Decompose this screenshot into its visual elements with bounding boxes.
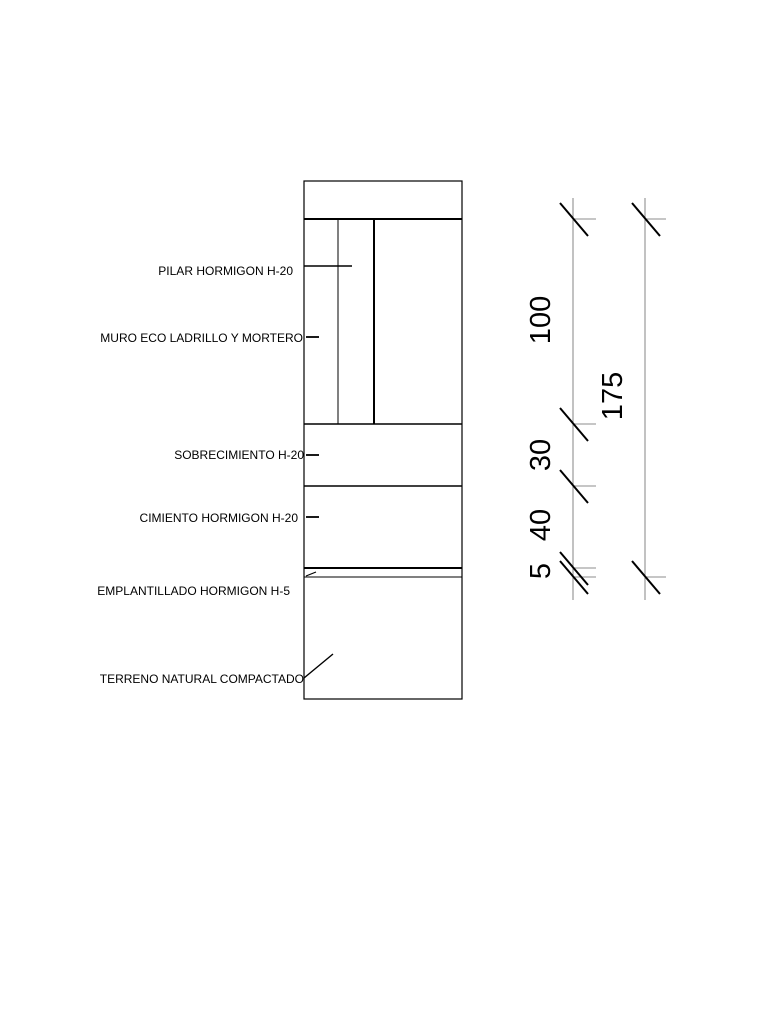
emplantillado-leader bbox=[305, 571, 317, 577]
dimension-chain-partial bbox=[559, 198, 596, 600]
total-tick-bottom bbox=[631, 560, 661, 595]
label-terreno: TERRENO NATURAL COMPACTADO bbox=[100, 672, 304, 686]
label-pilar: PILAR HORMIGON H-20 bbox=[158, 264, 293, 278]
dim-emplantillado-value: 5 bbox=[525, 563, 557, 579]
section-frame bbox=[303, 180, 463, 700]
terreno-leader bbox=[303, 653, 334, 679]
dim-total-value: 175 bbox=[597, 372, 629, 420]
total-tick-top bbox=[631, 202, 661, 237]
tick-emplantillado bbox=[559, 560, 589, 595]
tick-wall-base bbox=[559, 407, 589, 442]
label-cimiento: CIMIENTO HORMIGON H-20 bbox=[140, 511, 299, 525]
label-muro: MURO ECO LADRILLO Y MORTERO bbox=[100, 331, 303, 345]
label-sobrecimiento: SOBRECIMIENTO H-20 bbox=[174, 448, 304, 462]
dim-cimiento-value: 40 bbox=[525, 509, 557, 541]
tick-cimiento bbox=[559, 551, 589, 586]
material-labels: PILAR HORMIGON H-20 MURO ECO LADRILLO Y … bbox=[97, 264, 304, 686]
tick-top bbox=[559, 202, 589, 237]
leader-lines bbox=[303, 265, 352, 679]
dimension-chain-total bbox=[631, 198, 666, 600]
tick-sobrecimiento bbox=[559, 469, 589, 504]
label-emplantillado: EMPLANTILLADO HORMIGON H-5 bbox=[97, 584, 290, 598]
dim-muro-value: 100 bbox=[525, 296, 557, 344]
dim-sobrecimiento-value: 30 bbox=[525, 439, 557, 471]
section-outline bbox=[303, 180, 463, 700]
dimension-values: 100 30 40 5 175 bbox=[525, 296, 629, 579]
